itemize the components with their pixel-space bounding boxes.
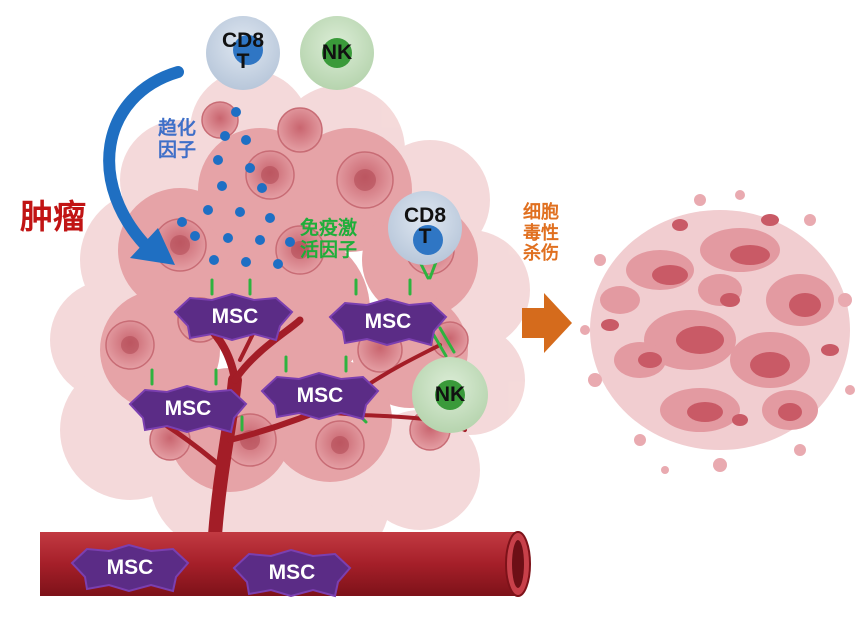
msc-label-3: MSC xyxy=(164,397,212,420)
immune-activating-label: 免疫激 活因子 xyxy=(300,217,358,262)
msc-shape-4 xyxy=(260,371,380,421)
chemokine-label-line1: 趋化 xyxy=(158,117,197,139)
nk-cell-right xyxy=(412,357,488,433)
msc-shape-1 xyxy=(173,292,294,342)
cytotoxic-label: 细胞 毒性 杀伤 xyxy=(523,202,559,265)
immune-activating-line1: 免疫激 xyxy=(300,217,358,239)
cd8-t-cell-right xyxy=(388,191,462,265)
msc-shape-5 xyxy=(70,543,190,593)
destroyed-tumor xyxy=(580,190,855,474)
cd8-top-line2: T xyxy=(236,50,250,73)
chemokine-label-line2: 因子 xyxy=(158,138,197,161)
tumor-label: 肿瘤 xyxy=(20,197,86,236)
msc-label-2: MSC xyxy=(364,310,412,333)
nk-right-label: NK xyxy=(434,383,466,406)
cd8-top-label: CD8 T xyxy=(213,30,273,72)
cd8-t-cell-top xyxy=(206,16,280,90)
cytotoxic-arrow xyxy=(522,293,572,353)
cytotoxic-line1: 细胞 xyxy=(523,202,559,223)
chemokine-label: 趋化 因子 xyxy=(158,117,197,162)
msc-label-5: MSC xyxy=(106,556,154,579)
cytotoxic-line2: 毒性 xyxy=(523,222,559,244)
msc-shapes xyxy=(70,292,448,598)
cd8-top-line1: CD8 xyxy=(221,29,264,52)
msc-shape-2 xyxy=(328,297,448,347)
msc-label-4: MSC xyxy=(296,384,344,407)
msc-label-6: MSC xyxy=(268,561,316,584)
immune-activating-line2: 活因子 xyxy=(300,238,358,261)
chemokine-dots xyxy=(177,107,295,269)
nk-top-label: NK xyxy=(321,41,353,64)
recruitment-arrow xyxy=(103,66,184,265)
tumor-mass xyxy=(50,70,530,570)
msc-shape-3 xyxy=(128,384,248,434)
cd8-right-line2: T xyxy=(418,225,432,248)
cytotoxic-line3: 杀伤 xyxy=(523,243,559,265)
nk-cell-top xyxy=(300,16,374,90)
msc-shape-6 xyxy=(232,548,352,598)
cd8-right-label: CD8 T xyxy=(395,205,455,247)
msc-label-1: MSC xyxy=(211,305,259,328)
cd8-right-line1: CD8 xyxy=(403,204,446,227)
